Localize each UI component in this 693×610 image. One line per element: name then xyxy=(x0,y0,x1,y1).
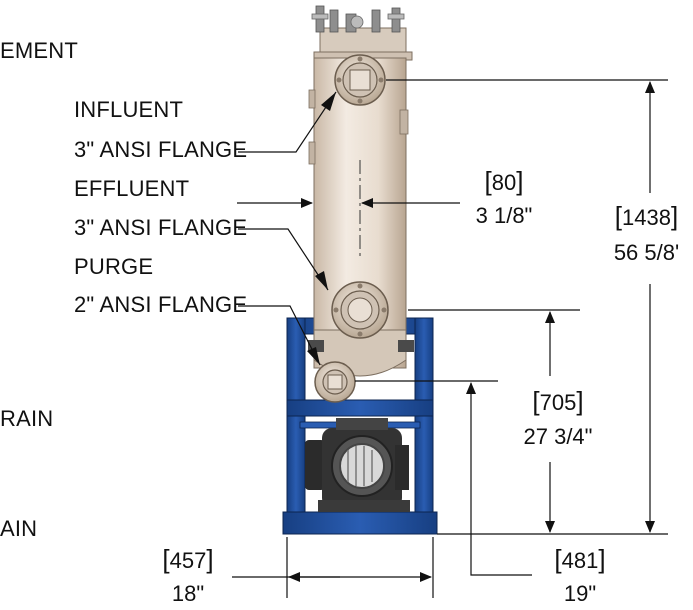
element-label: EMENT xyxy=(0,38,78,63)
dim-1438-mm: [1438] xyxy=(614,201,679,231)
influent-label: INFLUENT xyxy=(74,97,184,122)
purge-label: PURGE xyxy=(74,254,154,279)
dim-481-mm: [481] xyxy=(554,544,606,574)
leader-arrowheads xyxy=(307,92,336,365)
dimension-481 xyxy=(355,380,532,576)
dim-705-inch: 27 3/4" xyxy=(523,424,593,449)
purge-flange xyxy=(314,361,356,403)
pump-motor xyxy=(305,418,410,512)
dim-80-mm: [80] xyxy=(484,166,524,196)
dim-457-inch: 18" xyxy=(171,581,205,606)
effluent-label: EFFLUENT xyxy=(74,176,190,201)
purge-flange-label: 2" ANSI FLANGE xyxy=(74,292,248,317)
dimension-705 xyxy=(408,309,580,533)
effluent-flange xyxy=(331,281,389,339)
skid-frame xyxy=(282,317,438,535)
drain-label-2: AIN xyxy=(0,516,38,541)
dim-457-mm: [457] xyxy=(162,544,214,574)
dim-481-inch: 19" xyxy=(563,581,597,606)
effluent-flange-label: 3" ANSI FLANGE xyxy=(74,215,248,240)
influent-flange xyxy=(334,54,386,106)
leader-lines xyxy=(238,91,337,366)
influent-flange-label: 3" ANSI FLANGE xyxy=(74,137,248,162)
dim-80-inch: 3 1/8" xyxy=(475,203,533,228)
dimension-1438 xyxy=(386,79,668,535)
dimension-457 xyxy=(232,537,434,598)
dim-705-mm: [705] xyxy=(532,386,584,416)
dim-1438-inch: 56 5/8' xyxy=(613,240,680,265)
drain-label-1: RAIN xyxy=(0,406,54,431)
